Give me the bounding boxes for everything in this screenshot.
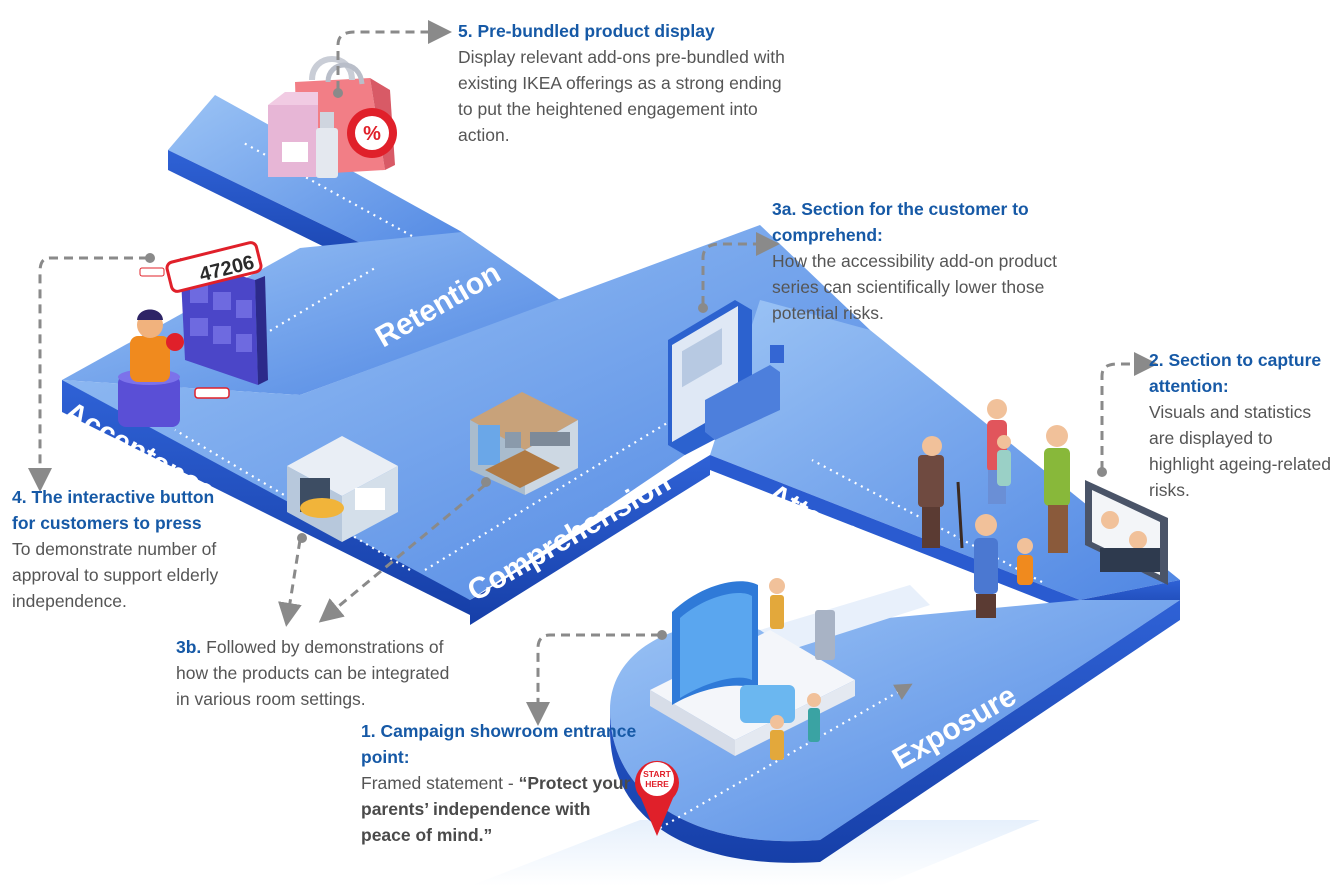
annotation-step5-heading: 5. Pre-bundled product display <box>458 21 715 41</box>
connector-step1 <box>526 633 660 726</box>
family-group-icon <box>918 399 1070 618</box>
annotation-step1-heading: 1. Campaign showroom entrance point: <box>361 721 637 767</box>
annotation-step2: 2. Section to capture attention: Visuals… <box>1149 347 1339 503</box>
annotation-step4: 4. The interactive button for customers … <box>12 484 222 614</box>
connector-step4 <box>28 256 148 492</box>
annotation-step1: 1. Campaign showroom entrance point: Fra… <box>361 718 641 848</box>
monitor-icon <box>1085 480 1168 585</box>
annotation-step3a-heading: 3a. Section for the customer to comprehe… <box>772 199 1029 245</box>
annotation-step2-body: Visuals and statistics are displayed to … <box>1149 402 1331 500</box>
connector-step3a <box>701 232 780 305</box>
start-pin-line2: HERE <box>645 779 669 789</box>
showroom-booth-icon <box>650 578 855 760</box>
annotation-step1-body-prefix: Framed statement - <box>361 773 519 793</box>
bathroom-room-icon <box>287 436 398 542</box>
connector-step2 <box>1100 352 1158 470</box>
annotation-step5-body: Display relevant add-ons pre-bundled wit… <box>458 47 785 145</box>
annotation-step4-heading: 4. The interactive button for customers … <box>12 487 215 533</box>
connector-step3b-kitchen <box>318 483 486 623</box>
start-pin-icon: START HERE <box>635 760 679 836</box>
annotation-step5: 5. Pre-bundled product display Display r… <box>458 18 788 148</box>
annotation-step1-quote: “Protect your parents’ independence with… <box>361 773 631 845</box>
annotation-step4-body: To demonstrate number of approval to sup… <box>12 539 219 611</box>
start-pin-line1: START <box>643 769 672 779</box>
connector-step3b-bath <box>278 539 302 627</box>
interactive-screen-icon: 47206 <box>118 241 268 427</box>
shopping-bag-icon: % <box>268 56 397 178</box>
information-board-icon <box>668 300 784 455</box>
annotation-step2-heading: 2. Section to capture attention: <box>1149 350 1322 396</box>
connector-step5 <box>336 20 452 90</box>
kitchen-room-icon <box>470 392 578 495</box>
annotation-step3b: 3b. Followed by demonstrations of how th… <box>176 634 466 712</box>
annotation-step3b-label: 3b. <box>176 637 202 657</box>
svg-text:%: % <box>363 123 381 145</box>
connector-arrows <box>28 20 1158 726</box>
annotation-step3a: 3a. Section for the customer to comprehe… <box>772 196 1102 326</box>
annotation-step3a-body: How the accessibility add-on product ser… <box>772 251 1058 323</box>
annotation-step3b-body: Followed by demonstrations of how the pr… <box>176 637 450 709</box>
